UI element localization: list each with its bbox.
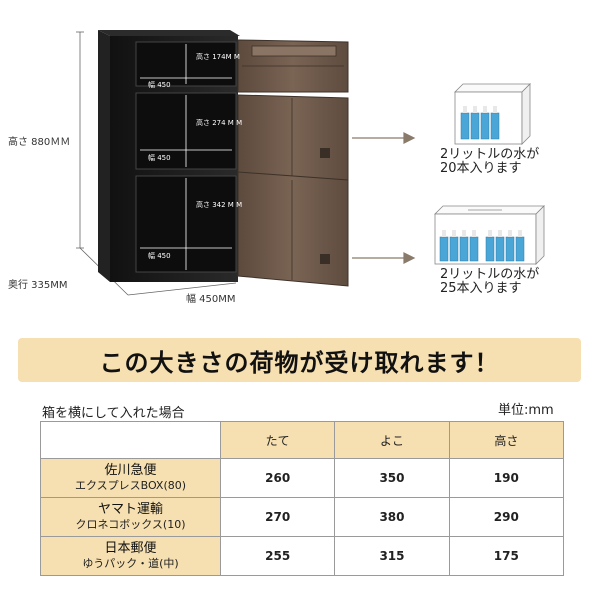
table-cell: 350 <box>334 458 450 498</box>
box-name: クロネコボックス(10) <box>75 518 186 531</box>
callout-25-bottles: 2リットルの水が 25本入ります <box>440 268 539 296</box>
table-cell: 315 <box>334 536 450 576</box>
table-header-row: たて よこ 高さ <box>40 421 565 459</box>
headline-text: この大きさの荷物が受け取れます！ <box>99 348 500 377</box>
water-box-20-illustration <box>454 83 531 145</box>
table-row: 佐川急便 エクスプレスBOX(80) 260 350 190 <box>40 458 565 498</box>
row-header: ヤマト運輸 クロネコボックス(10) <box>40 497 221 537</box>
callout-20-bottles: 2リットルの水が 20本入ります <box>440 148 539 176</box>
door-middle <box>237 94 349 181</box>
height-total-label: 高さ 880ＭＭ <box>8 137 71 148</box>
compartment-3-width: 幅 450 <box>148 252 171 260</box>
callout-line: 20本入ります <box>440 161 522 176</box>
callout-line: 2リットルの水が <box>440 267 540 282</box>
table-cell: 380 <box>334 497 450 537</box>
row-header: 佐川急便 エクスプレスBOX(80) <box>40 458 221 498</box>
door-bottom <box>237 171 349 287</box>
cabinet-top <box>98 30 240 36</box>
inner-dimension-lines <box>140 44 232 270</box>
cabinet-illustration <box>76 30 545 296</box>
table-caption: 箱を横にして入れた場合 <box>42 406 185 421</box>
carrier-name: 日本郵便 <box>104 541 157 556</box>
compartment-2-width: 幅 450 <box>148 154 171 162</box>
door-top <box>237 39 349 93</box>
box-name: ゆうパック・道(中) <box>82 557 179 570</box>
unit-label: 単位:mm <box>498 403 554 418</box>
compartment-3-height: 高さ 342 M M <box>196 201 243 209</box>
table-cell: 175 <box>448 536 565 576</box>
compartment-1-width: 幅 450 <box>148 81 171 89</box>
row-header: 日本郵便 ゆうパック・道(中) <box>40 536 221 576</box>
depth-label: 奥行 335MM <box>8 280 68 291</box>
column-header: たて <box>219 421 336 459</box>
arrow-icon <box>352 132 416 264</box>
compartment-1-height: 高さ 174M M <box>196 53 240 61</box>
column-header: よこ <box>334 421 450 459</box>
compartment-2-height: 高さ 274 M M <box>196 119 243 127</box>
table-cell: 260 <box>219 458 336 498</box>
cabinet-side <box>98 30 110 282</box>
column-header: 高さ <box>448 421 565 459</box>
table-row: ヤマト運輸 クロネコボックス(10) 270 380 290 <box>40 497 565 537</box>
table-row: 日本郵便 ゆうパック・道(中) 255 315 175 <box>40 536 565 576</box>
table-cell: 190 <box>448 458 565 498</box>
table-cell: 270 <box>219 497 336 537</box>
table-cell: 290 <box>448 497 565 537</box>
headline-banner: この大きさの荷物が受け取れます！ <box>18 338 581 382</box>
table-corner-cell <box>40 421 221 459</box>
water-box-25-illustration <box>434 205 545 265</box>
box-name: エクスプレスBOX(80) <box>74 479 187 492</box>
width-total-label: 幅 450MM <box>186 294 236 305</box>
box-size-table: たて よこ 高さ 佐川急便 エクスプレスBOX(80) 260 350 190 … <box>40 421 565 576</box>
carrier-name: 佐川急便 <box>104 463 157 478</box>
callout-line: 25本入ります <box>440 281 522 296</box>
product-figure: 高さ 880ＭＭ 奥行 335MM 幅 450MM 高さ 174M M 幅 45… <box>8 30 545 305</box>
callout-line: 2リットルの水が <box>440 147 540 162</box>
table-cell: 255 <box>219 536 336 576</box>
carrier-name: ヤマト運輸 <box>97 502 163 517</box>
